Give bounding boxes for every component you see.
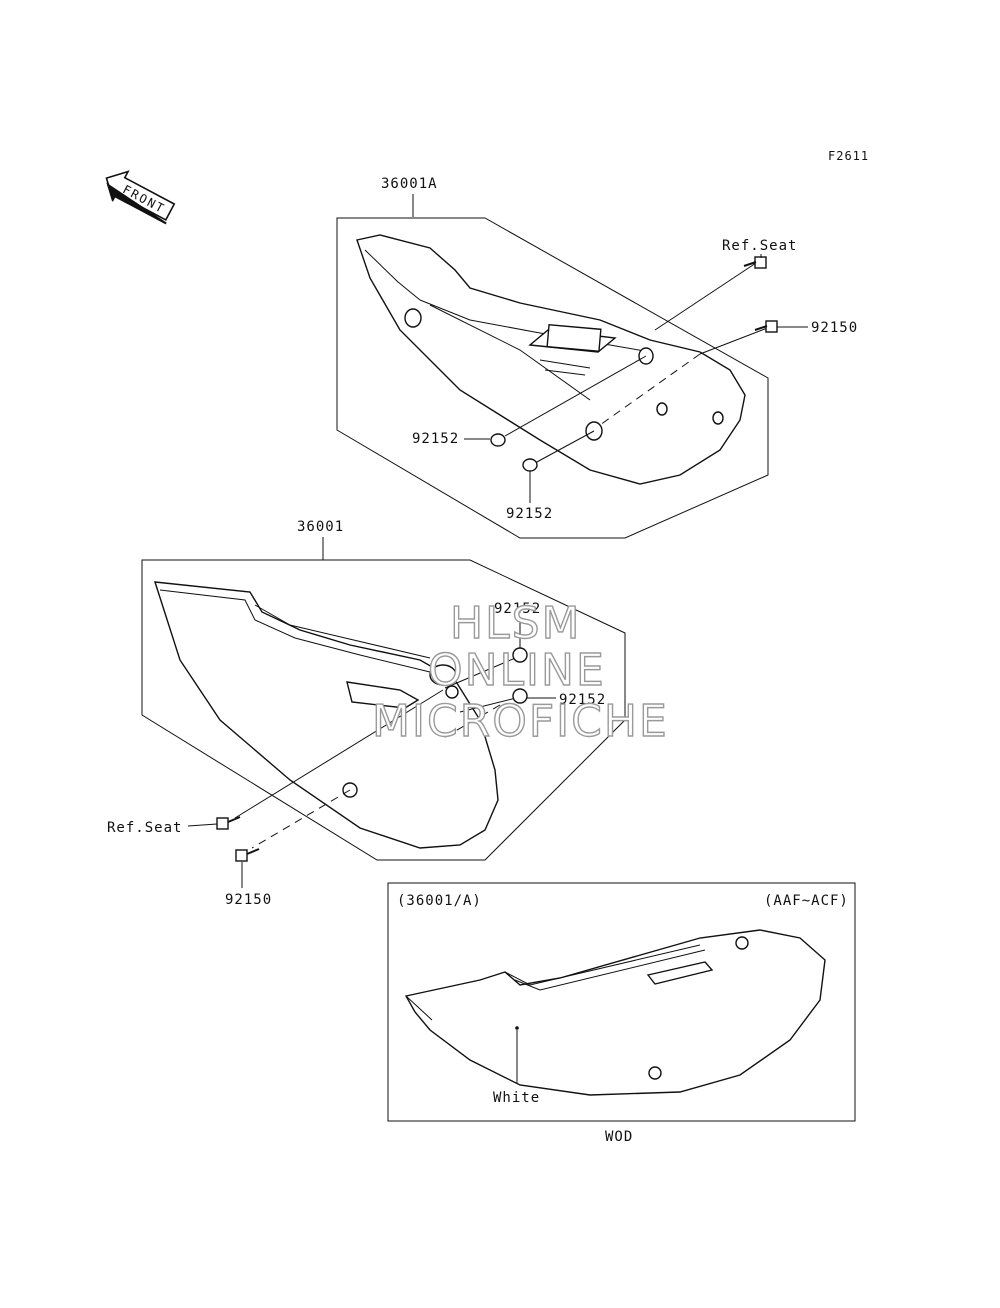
- ref-seat-label: Ref.Seat: [722, 238, 797, 254]
- bolt-icon: [754, 320, 778, 333]
- watermark: HLSM ONLINE MICROFICHE: [371, 597, 669, 747]
- watermark-line-3: MICROFICHE: [372, 696, 669, 747]
- collar-icon: [490, 433, 506, 447]
- collar-icon: [522, 458, 538, 472]
- lower-part-number: 36001: [297, 519, 344, 535]
- figure-code: F2611: [828, 149, 869, 163]
- bolt-icon: [743, 256, 767, 269]
- side-cover-36001: [154, 581, 499, 849]
- collar-part-number: 92152: [412, 431, 459, 447]
- color-label: White: [493, 1090, 540, 1106]
- inset-model-range: (AAF~ACF): [764, 893, 849, 909]
- variant-inset: (36001/A) (AAF~ACF) White: [387, 882, 856, 1122]
- bolt-part-number: 92150: [811, 320, 858, 336]
- bolt-part-number: 92150: [225, 892, 272, 908]
- inset-caption: WOD: [605, 1129, 633, 1145]
- upper-group: 36001A: [336, 176, 858, 539]
- upper-part-number: 36001A: [381, 176, 438, 192]
- bolt-icon: [216, 816, 241, 830]
- bolt-icon: [235, 848, 260, 862]
- side-cover-white: [404, 929, 826, 1096]
- side-cover-36001a: [356, 234, 746, 485]
- collar-part-number: 92152: [494, 601, 541, 617]
- collar-part-number: 92152: [506, 506, 553, 522]
- ref-seat-label: Ref.Seat: [107, 820, 182, 836]
- collar-part-number: 92152: [559, 692, 606, 708]
- watermark-line-1: HLSM: [450, 598, 582, 649]
- front-arrow-icon: FRONT: [105, 170, 176, 225]
- watermark-line-2: ONLINE: [428, 645, 606, 696]
- lower-group: 36001 92152: [107, 519, 626, 908]
- inset-part-ref: (36001/A): [397, 893, 482, 909]
- collar-icon: [512, 688, 528, 704]
